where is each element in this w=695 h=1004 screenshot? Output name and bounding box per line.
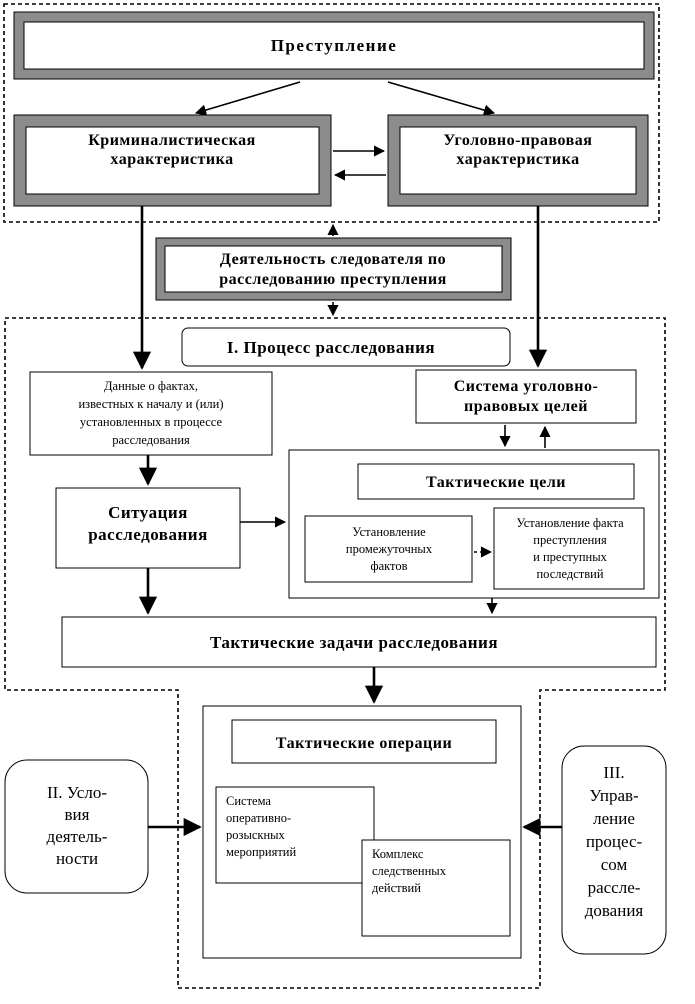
- tactical-operations-label: Тактические операции: [276, 735, 452, 752]
- forensic-characteristic-box: Криминалистическая характеристика: [13, 114, 332, 207]
- facts-line1: Данные о фактах,: [104, 379, 198, 393]
- situation-line2: расследования: [88, 525, 208, 544]
- operative-line3: розыскных: [226, 828, 286, 842]
- legal-goals-line1: Система уголовно-: [454, 378, 599, 395]
- process-title: I. Процесс расследования: [227, 338, 435, 357]
- situation-line1: Ситуация: [108, 503, 188, 522]
- management-line5: сом: [601, 855, 628, 874]
- crime-box: Преступление: [13, 11, 655, 80]
- conditions-line1: II. Усло-: [47, 783, 107, 802]
- operative-line1: Система: [226, 794, 271, 808]
- facts-box: [29, 371, 273, 456]
- process-dashed-frame: [4, 317, 666, 989]
- tactical-operations-box: [231, 719, 497, 764]
- intermediate-line3: фактов: [370, 559, 407, 573]
- operative-line4: мероприятий: [226, 845, 296, 859]
- top-dashed-frame: [3, 3, 660, 223]
- crime-fact-line4: последствий: [536, 567, 603, 581]
- complex-line1: Комплекс: [372, 847, 424, 861]
- legal-label-line1: Уголовно-правовая: [444, 132, 593, 149]
- complex-line3: действий: [372, 881, 421, 895]
- management-line7: дования: [585, 901, 644, 920]
- operative-line2: оперативно-: [226, 811, 291, 825]
- tactical-goals-label: Тактические цели: [426, 474, 566, 491]
- crime-fact-box: [493, 507, 645, 590]
- process-title-box: [181, 327, 511, 367]
- investigative-actions-box: [361, 839, 511, 937]
- legal-goals-box: [415, 369, 637, 424]
- conditions-line4: ности: [56, 849, 98, 868]
- legal-characteristic-box: Уголовно-правовая характеристика: [387, 114, 649, 207]
- crime-label: Преступление: [271, 36, 398, 55]
- complex-line2: следственных: [372, 864, 447, 878]
- facts-line3: установленных в процессе: [80, 415, 223, 429]
- forensic-label-line1: Криминалистическая: [88, 132, 256, 149]
- management-line4: процес-: [586, 832, 643, 851]
- connectors: [132, 81, 562, 837]
- crime-fact-line3: и преступных: [533, 550, 607, 564]
- arrow-crime-to-legal: [387, 81, 496, 116]
- investigator-activity-box: Деятельность следователя по расследовани…: [155, 237, 512, 301]
- facts-line4: расследования: [112, 433, 190, 447]
- legal-label-line2: характеристика: [456, 151, 579, 168]
- facts-line2: известных к началу и (или): [78, 397, 223, 411]
- activity-label-line1: Деятельность следователя по: [220, 251, 446, 268]
- management-line6: рассле-: [588, 878, 641, 897]
- management-line3: ление: [593, 809, 635, 828]
- conditions-line3: деятель-: [47, 827, 108, 846]
- legal-goals-line2: правовых целей: [464, 398, 588, 415]
- activity-label-line2: расследованию преступления: [219, 271, 447, 288]
- conditions-line2: вия: [65, 805, 90, 824]
- crime-fact-line2: преступления: [533, 533, 607, 547]
- arrow-crime-to-forensic: [194, 81, 301, 116]
- management-line2: Управ-: [589, 786, 639, 805]
- situation-box: [55, 487, 241, 569]
- tactical-tasks-label: Тактические задачи расследования: [210, 633, 498, 652]
- crime-fact-line1: Установление факта: [516, 516, 624, 530]
- tactical-tasks-box: [61, 616, 657, 668]
- forensic-label-line2: характеристика: [110, 151, 233, 168]
- management-box: [561, 745, 667, 955]
- management-line1: III.: [603, 763, 624, 782]
- operative-measures-box: [215, 786, 375, 884]
- intermediate-line2: промежуточных: [346, 542, 433, 556]
- intermediate-facts-box: [304, 515, 473, 583]
- tactical-goals-box: [357, 463, 635, 500]
- intermediate-line1: Установление: [352, 525, 426, 539]
